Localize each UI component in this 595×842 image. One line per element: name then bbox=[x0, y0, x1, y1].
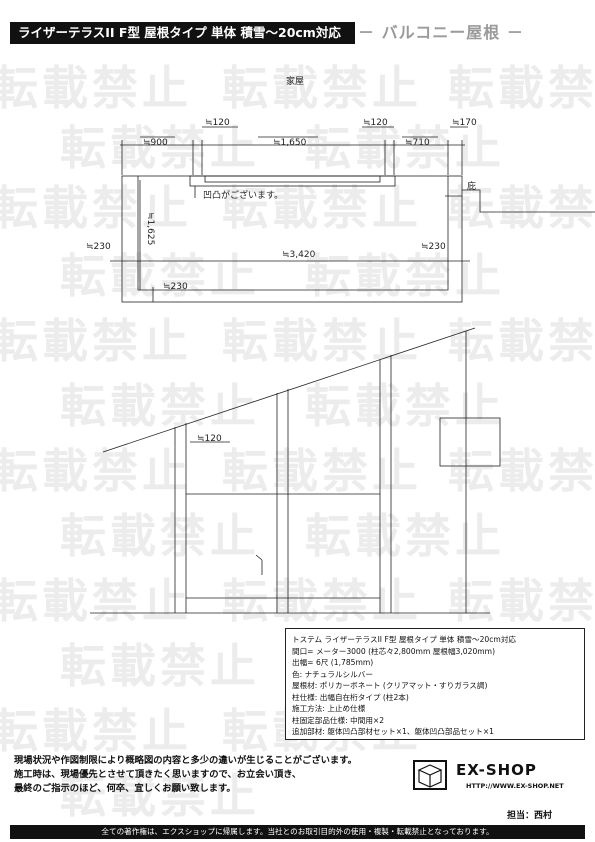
spec-line: 屋根材: ポリカーボネート (クリアマット・すりガラス調) bbox=[292, 681, 488, 690]
dimension-170: ≒170 bbox=[452, 118, 477, 128]
page-subtitle: － バルコニー屋根 － bbox=[358, 23, 524, 42]
dimension-710: ≒710 bbox=[405, 138, 430, 148]
spec-line: 間口= メーター3000 (柱芯々2,800mm 屋根幅3,020mm) bbox=[292, 646, 496, 656]
notice-line: 現場状況や作図制限により概略図の内容と多少の違いが生じることがございます。 bbox=[14, 755, 357, 766]
spec-line: 出幅= 6尺 (1,785mm) bbox=[292, 658, 374, 667]
dimension-1625: ≒1,625 bbox=[145, 212, 155, 245]
dimension-120-right: ≒120 bbox=[363, 118, 388, 128]
page-title: ライザーテラスII F型 屋根タイプ 単体 積雪〜20cm対応 bbox=[10, 22, 355, 44]
dimension-120-left: ≒120 bbox=[205, 118, 230, 128]
spec-line: 柱仕様: 出幅自在桁タイプ (柱2本) bbox=[292, 692, 409, 702]
dimension-1650: ≒1,650 bbox=[273, 138, 307, 148]
spec-line: トステム ライザーテラスII F型 屋根タイプ 単体 積雪〜20cm対応 bbox=[292, 635, 517, 644]
spec-line: 色: ナチュラルシルバー bbox=[292, 669, 373, 679]
spec-box: トステム ライザーテラスII F型 屋根タイプ 単体 積雪〜20cm対応 間口=… bbox=[285, 628, 585, 740]
logo-name: EX-SHOP bbox=[456, 761, 537, 779]
dimension-230-bottom: ≒230 bbox=[163, 282, 188, 292]
logo-icon bbox=[413, 760, 447, 790]
notice-line: 施工時は、現場優先とさせて頂きたく思いますので、お立会い頂き、 bbox=[14, 769, 302, 780]
notice-line: 最終のご指示のほど、何卒、宜しくお願い致します。 bbox=[14, 783, 236, 794]
logo-url: HTTP://WWW.EX-SHOP.NET bbox=[466, 782, 564, 790]
dimension-3420: ≒3,420 bbox=[282, 250, 316, 260]
spec-line: 施工方法: 上止め仕様 bbox=[292, 704, 366, 713]
house-label: 家屋 bbox=[286, 75, 304, 87]
notice-text: 現場状況や作図制限により概略図の内容と多少の違いが生じることがございます。 施工… bbox=[14, 754, 414, 796]
spec-line: 追加部材: 躯体凹凸部材セット×1、躯体凹凸部品セット×1 bbox=[292, 727, 495, 736]
copyright-footer: 全ての著作権は、エクスショップに帰属します。当社とのお取引目的外の使用・複製・転… bbox=[10, 825, 585, 839]
dimension-230-left: ≒230 bbox=[86, 242, 111, 252]
unevenness-note: 凹凸がございます。 bbox=[203, 189, 283, 201]
dimension-230-right: ≒230 bbox=[421, 242, 446, 252]
staff-label: 担当：西村 bbox=[507, 811, 553, 821]
spec-line: 柱固定部品仕様: 中間用×2 bbox=[292, 715, 385, 725]
dimension-120-elevation: ≒120 bbox=[197, 434, 222, 444]
eave-label: 庇 bbox=[467, 180, 476, 192]
dimension-900: ≒900 bbox=[143, 138, 168, 148]
